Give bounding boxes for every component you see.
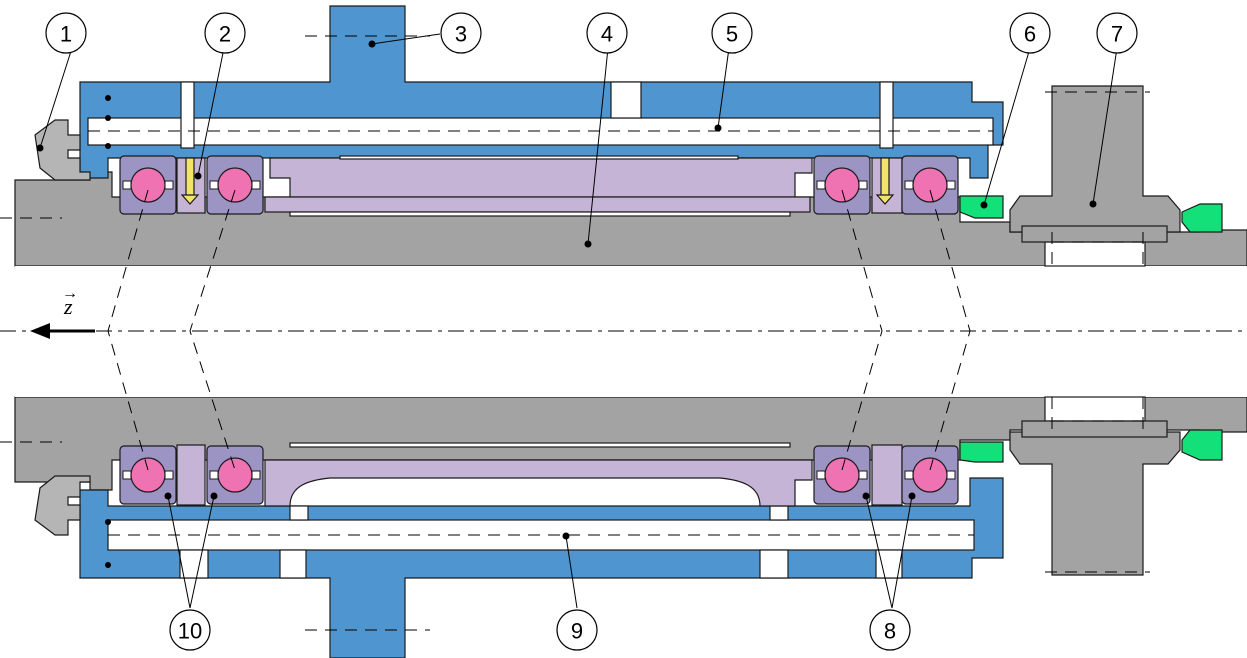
callout-label-2: 2: [219, 22, 231, 47]
angular-contact-bearings: [119, 155, 959, 505]
axis-indicator: z →: [30, 285, 95, 339]
bearing-ball: [824, 167, 860, 203]
bearing-2: [206, 155, 264, 215]
bearing-6: [206, 445, 264, 505]
callout-leaders: [36, 33, 1118, 609]
lubrication-nozzles: [180, 157, 895, 205]
bearing-ball: [130, 457, 166, 493]
callout-7: 7: [1096, 12, 1138, 54]
bearing-1: [119, 155, 177, 215]
callout-10: 10: [169, 609, 211, 651]
bearing-ball: [217, 457, 253, 493]
callout-label-9: 9: [571, 619, 583, 644]
bearing-ball: [130, 167, 166, 203]
callout-label-4: 4: [601, 22, 613, 47]
o-rings: [105, 95, 970, 568]
bearing-8: [901, 445, 959, 505]
callout-4: 4: [586, 12, 628, 54]
bearing-4: [901, 155, 959, 215]
centerlines: [0, 35, 1247, 631]
callout-bubbles: 1 2 3 4 5 6 7 8 9 10: [45, 12, 1138, 651]
callout-2: 2: [204, 12, 246, 54]
callout-1: 1: [45, 12, 87, 54]
bearing-5: [119, 445, 177, 505]
bearing-ball: [912, 167, 948, 203]
callout-6: 6: [1009, 12, 1051, 54]
callout-label-1: 1: [60, 22, 72, 47]
callout-9: 9: [556, 609, 598, 651]
callout-8: 8: [869, 609, 911, 651]
bearing-ball: [217, 167, 253, 203]
axis-label: z: [63, 294, 73, 319]
callout-3: 3: [440, 12, 482, 54]
callout-label-3: 3: [455, 22, 467, 47]
callout-label-10: 10: [178, 619, 202, 644]
callout-5: 5: [711, 12, 753, 54]
callout-label-5: 5: [726, 22, 738, 47]
callout-label-6: 6: [1024, 22, 1036, 47]
bearing-ball: [824, 457, 860, 493]
bearing-spacers: [176, 155, 903, 507]
lock-nut: [34, 119, 91, 536]
bearing-3: [813, 155, 871, 215]
gear: [1009, 85, 1181, 576]
callout-label-8: 8: [884, 619, 896, 644]
bearing-ball: [912, 457, 948, 493]
callout-label-7: 7: [1111, 22, 1123, 47]
seals: [959, 195, 1223, 463]
bearing-7: [813, 445, 871, 505]
axis-vector-arrow: →: [62, 285, 78, 302]
